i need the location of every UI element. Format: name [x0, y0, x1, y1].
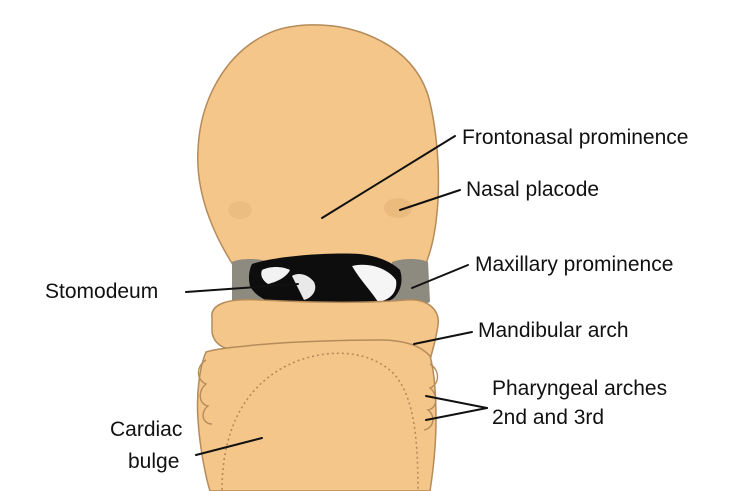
label-pharyngeal-2nd-3rd: 2nd and 3rd	[492, 406, 604, 429]
label-mandibular-arch: Mandibular arch	[478, 319, 629, 342]
left-nasal-placode-shape	[228, 201, 252, 219]
label-nasal-placode: Nasal placode	[466, 178, 599, 201]
label-bulge: bulge	[128, 450, 179, 473]
label-maxillary-prominence: Maxillary prominence	[475, 253, 673, 276]
neck-body-shape	[197, 340, 436, 491]
frontonasal-prominence-shape	[198, 25, 439, 268]
label-stomodeum: Stomodeum	[45, 280, 158, 303]
label-frontonasal-prominence: Frontonasal prominence	[462, 126, 688, 149]
label-pharyngeal-arches: Pharyngeal arches	[492, 377, 667, 400]
label-cardiac: Cardiac	[110, 418, 182, 441]
